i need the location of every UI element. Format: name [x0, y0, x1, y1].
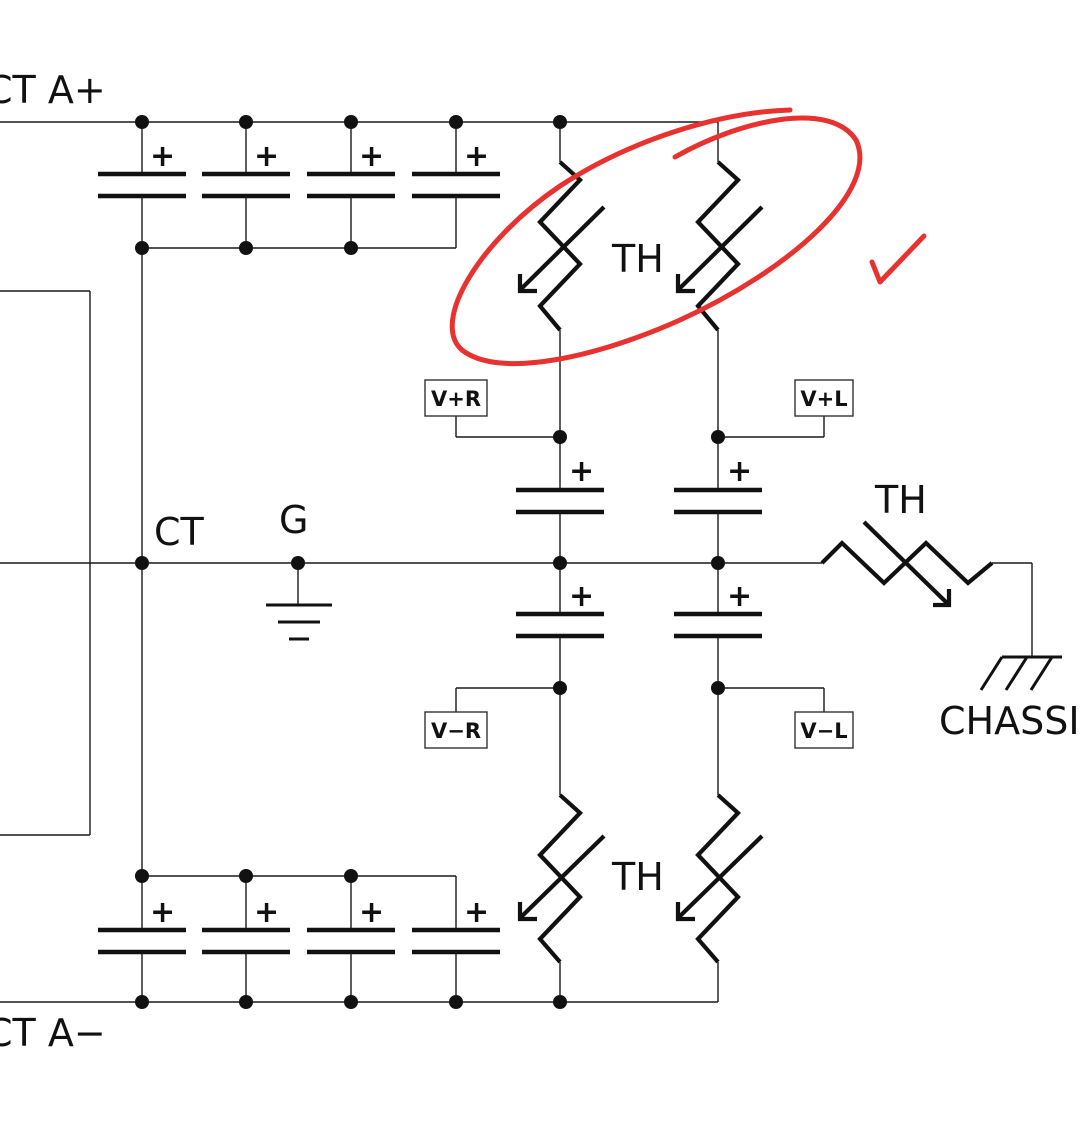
label-ct: CT: [154, 510, 205, 554]
svg-text:+: +: [359, 139, 384, 174]
output-capacitors: + + + +: [516, 454, 762, 639]
capacitor: +: [98, 876, 186, 1002]
thermistor: [675, 160, 764, 332]
capacitor: +: [674, 579, 762, 639]
svg-text:V+R: V+R: [431, 387, 481, 411]
capacitor: +: [516, 454, 604, 515]
label-th-top: TH: [611, 237, 664, 281]
svg-text:+: +: [464, 895, 489, 930]
svg-text:+: +: [727, 579, 752, 614]
svg-text:V+L: V+L: [800, 387, 847, 411]
capacitor: +: [202, 122, 290, 248]
wires: [0, 121, 1033, 1003]
box-v-plus-l: V+L: [794, 379, 854, 417]
svg-text:+: +: [359, 895, 384, 930]
red-annotation: [449, 107, 927, 367]
bottom-capacitor-bank: + + + +: [98, 876, 500, 1002]
svg-text:V−R: V−R: [431, 719, 481, 743]
capacitor: +: [98, 122, 186, 248]
svg-text:+: +: [254, 895, 279, 930]
box-v-minus-r: V−R: [424, 711, 488, 749]
capacitor: +: [202, 876, 290, 1002]
capacitor: +: [307, 876, 395, 1002]
capacitor: +: [674, 454, 762, 515]
junction-dots: [135, 115, 725, 1009]
thermistors: [517, 160, 994, 964]
annotation-circle: [449, 107, 863, 367]
chassis-ground-symbol: [979, 655, 1062, 691]
thermistor: [517, 793, 606, 964]
svg-text:+: +: [727, 454, 752, 489]
svg-text:+: +: [569, 454, 594, 489]
capacitor: +: [307, 122, 395, 248]
label-ct-a-minus: CT A−: [0, 1011, 106, 1055]
capacitor: +: [516, 579, 604, 639]
top-capacitor-bank: + + + +: [98, 122, 500, 248]
label-chassis: CHASSI: [939, 699, 1080, 743]
annotation-checkmark: [869, 233, 927, 285]
svg-text:+: +: [464, 139, 489, 174]
label-ct-a-plus: CT A+: [0, 68, 106, 112]
box-v-plus-r: V+R: [424, 379, 488, 417]
box-v-minus-l: V−L: [794, 711, 854, 749]
svg-text:V−L: V−L: [800, 719, 847, 743]
ground-symbol: [266, 603, 332, 641]
capacitor: +: [412, 122, 500, 248]
label-th-bottom: TH: [611, 855, 664, 899]
thermistor: [675, 793, 764, 964]
label-ground: G: [279, 498, 308, 542]
capacitor: +: [412, 876, 500, 1002]
label-th-right: TH: [874, 478, 927, 522]
svg-text:+: +: [150, 139, 175, 174]
thermistor: [820, 520, 994, 608]
svg-text:+: +: [569, 579, 594, 614]
svg-text:+: +: [150, 895, 175, 930]
svg-text:+: +: [254, 139, 279, 174]
